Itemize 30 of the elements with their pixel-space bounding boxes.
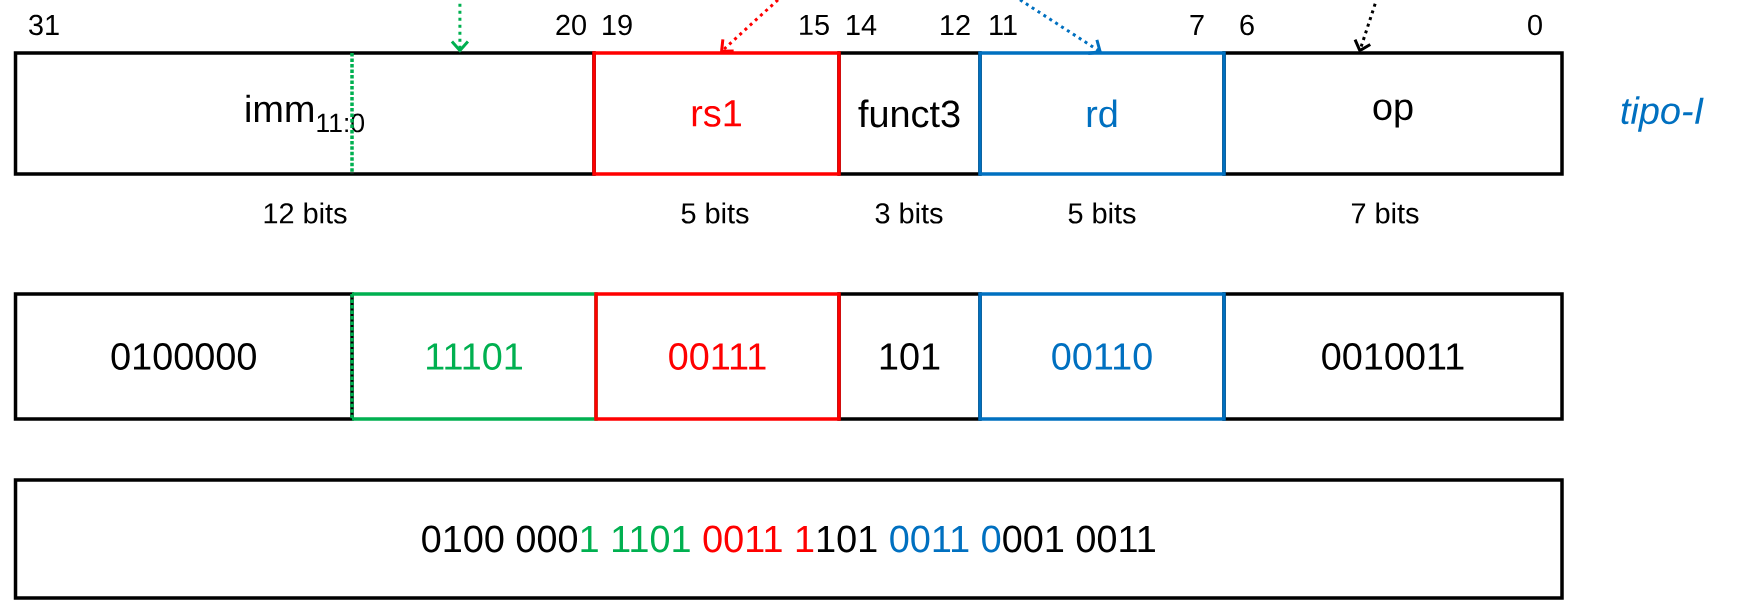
bit-field-box: funct3 [837,51,982,176]
bit-index: 15 [800,14,829,36]
bit-index: 11 [990,15,1017,35]
bit-field-box: imm$_{11:0}$ [13,51,596,176]
bit-index: 19 [603,14,632,36]
format-label: tipo-I [1621,96,1704,132]
width-label: 12 bits [264,202,347,224]
width-label: 5 bits [1068,202,1136,224]
width-label: 3 bits [875,202,943,224]
width-label: 7 bits [1351,202,1419,224]
bit-index: 14 [847,15,877,35]
arrow [1019,0,1102,55]
bit-index: 12 [941,14,970,36]
bit-field-box: 11101 [350,292,598,421]
arrow [450,3,470,53]
bit-field-box: 00111 [594,292,841,421]
bit-field-box: 0010011 [1222,292,1564,421]
bit-field-box: 00110 [978,292,1226,421]
bit-field-box: rd [978,51,1226,176]
bit-field-box: 0100000 [13,292,354,421]
binary-word-box: 0100 0001 1101 0011 1101 0011 0001 0011 [13,478,1564,600]
bit-index: 7 [1190,15,1204,35]
bit-field-box: rs1 [592,51,841,176]
bit-index: 6 [1240,14,1254,36]
bit-index: 20 [556,14,586,36]
bit-field-box: op [1222,51,1564,176]
arrow [1353,3,1377,53]
width-label: 5 bits [681,202,749,224]
arrow [719,0,779,53]
bit-field-box: 101 [837,292,982,421]
